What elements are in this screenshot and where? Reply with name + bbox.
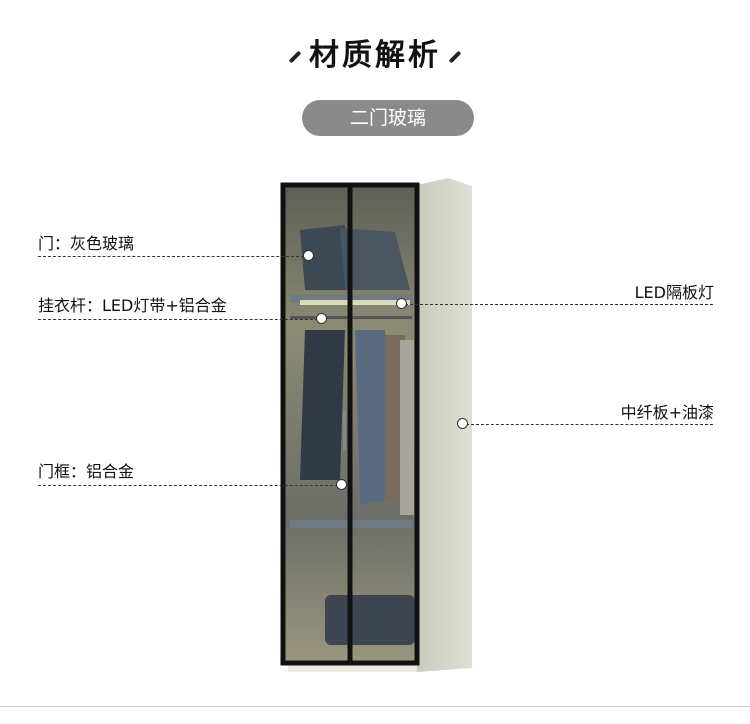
title-text: 材质解析 <box>309 38 441 73</box>
callout-frame-line <box>38 485 338 486</box>
wardrobe-side-panel <box>417 178 472 672</box>
callout-rail-line <box>38 319 318 320</box>
callout-shelf-light-label: LED隔板灯 <box>634 283 714 302</box>
variant-badge: 二门玻璃 <box>302 100 474 136</box>
callout-shelf-light-line <box>405 304 713 305</box>
callout-body-label: 中纤板+油漆 <box>620 403 714 422</box>
coat <box>300 330 345 480</box>
callout-frame-label: 门框：铝合金 <box>38 462 135 481</box>
wardrobe-base <box>288 662 417 672</box>
page-title: 材质解析 <box>0 30 750 74</box>
callout-rail-label: 挂衣杆：LED灯带+铝合金 <box>38 296 227 315</box>
callout-frame-dot <box>336 479 347 490</box>
callout-shelf-light-dot <box>396 298 407 309</box>
callout-body-line <box>466 424 713 425</box>
callout-door-label: 门：灰色玻璃 <box>38 234 135 253</box>
callout-body-dot <box>457 418 468 429</box>
door-handle <box>343 410 346 450</box>
callout-door-line <box>38 256 304 257</box>
divider <box>0 706 750 707</box>
callout-door-dot <box>303 250 314 261</box>
callout-rail-dot <box>316 313 327 324</box>
